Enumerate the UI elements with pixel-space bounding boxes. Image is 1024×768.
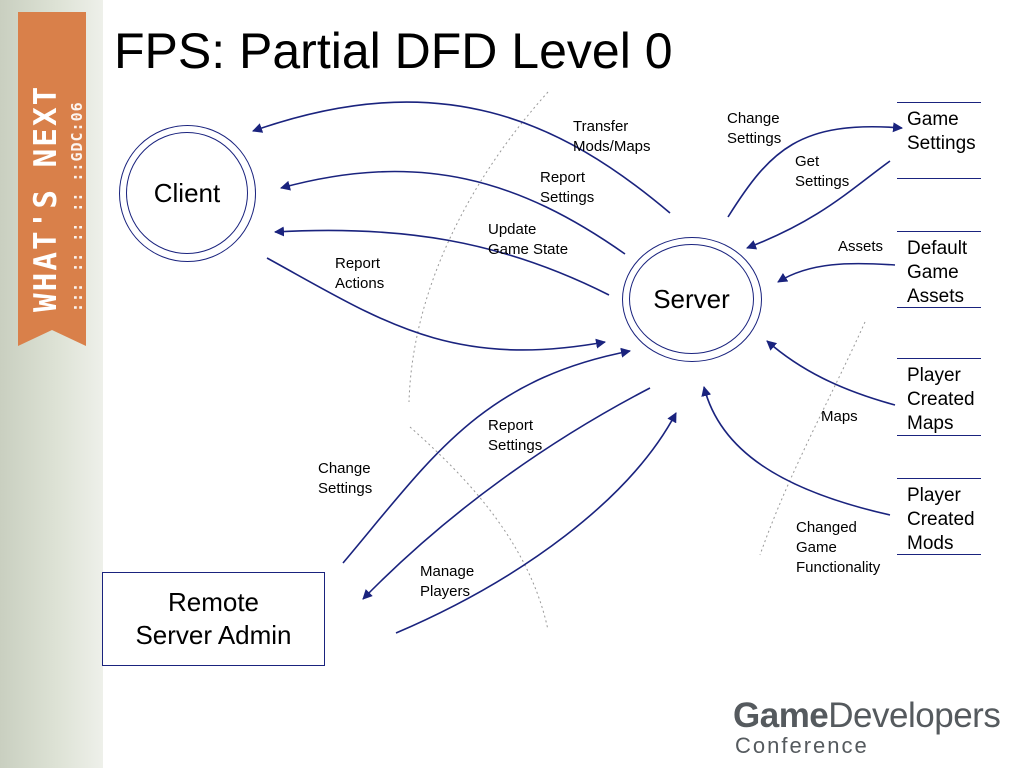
flow-label-report-settings-admin: Report Settings — [488, 417, 543, 454]
server-process: Server — [622, 237, 762, 362]
flow-update-state-arrow — [274, 226, 610, 296]
flow-label-changed-functionality: Changed Game Functionality — [796, 519, 881, 576]
banner-ribbon-shape — [18, 12, 86, 346]
gdc-logo-line1: GameDevelopers — [733, 696, 1001, 735]
flow-change-settings-store-arrow — [727, 122, 903, 218]
trust-boundary-bottom — [409, 426, 549, 631]
gdc-logo-developers: Developers — [828, 696, 1001, 735]
flow-label-update-state: Update Game State — [488, 221, 569, 258]
flow-label-get-settings: Get Settings — [795, 153, 850, 190]
flow-manage-players-arrow — [395, 412, 677, 634]
flow-maps-arrow — [766, 340, 896, 406]
flow-changed-functionality-arrow — [701, 386, 891, 516]
flow-label-assets: Assets — [838, 238, 884, 255]
flow-label-report-settings-client: Report Settings — [540, 169, 595, 206]
player-mods-store: Player Created Mods — [897, 478, 981, 555]
client-label: Client — [153, 177, 221, 208]
flow-assets-arrow — [777, 262, 896, 283]
player-maps-store: Player Created Maps — [897, 358, 981, 436]
flow-report-actions-arrow — [266, 257, 606, 351]
flow-report-settings-client-arrow — [280, 170, 626, 255]
slide-title: FPS: Partial DFD Level 0 — [114, 23, 673, 79]
flow-label-manage-players: Manage Players — [420, 563, 475, 600]
flow-label-maps: Maps — [821, 408, 858, 425]
flow-change-settings-admin-arrow — [342, 347, 631, 564]
flow-label-change-settings-admin: Change Settings — [318, 460, 373, 497]
gdc-logo: GameDevelopers Conference — [733, 696, 1001, 758]
client-process: Client — [119, 125, 256, 262]
gdc-logo-conference: Conference — [735, 733, 869, 758]
flow-get-settings-arrow — [746, 160, 891, 250]
client-process-inner: Client — [126, 132, 248, 254]
flow-transfer-arrow — [252, 101, 671, 214]
flow-label-transfer: Transfer Mods/Maps — [573, 118, 651, 155]
trust-boundary-right — [759, 321, 866, 556]
server-label: Server — [653, 283, 730, 314]
flow-label-report-actions: Report Actions — [335, 255, 385, 292]
trust-boundary-top — [408, 91, 549, 403]
game-settings-store: Game Settings — [897, 102, 981, 179]
default-assets-store: Default Game Assets — [897, 231, 981, 308]
server-process-inner: Server — [629, 244, 754, 354]
remote-server-admin-entity: Remote Server Admin — [102, 572, 325, 666]
flow-label-change-settings-store: Change Settings — [727, 110, 782, 147]
flow-report-settings-admin-arrow — [362, 387, 651, 600]
gdc-logo-game: Game — [733, 696, 829, 735]
